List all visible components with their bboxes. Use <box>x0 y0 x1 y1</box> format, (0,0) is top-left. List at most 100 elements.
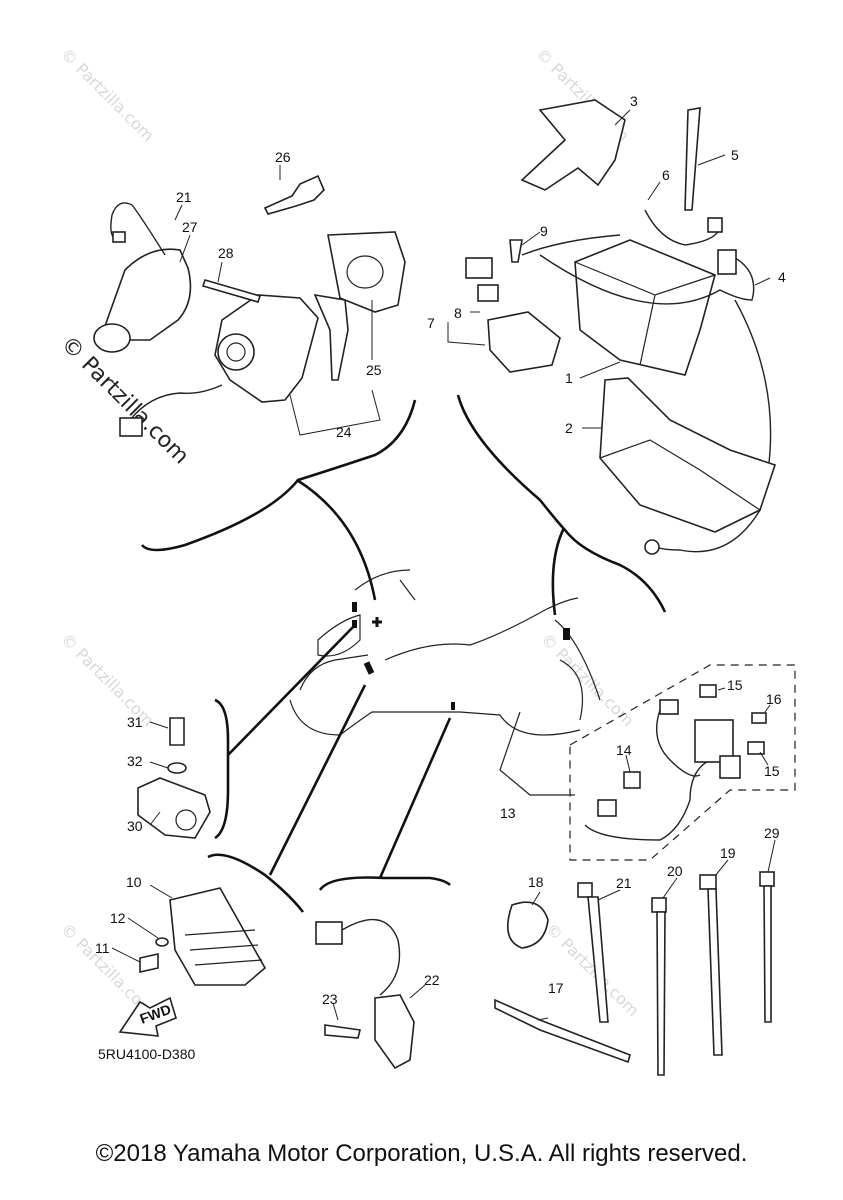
switch-keyhole-inner <box>226 342 246 362</box>
cap-25-hole <box>346 255 384 289</box>
minus-cable-terminal <box>644 539 660 555</box>
callout-9: 9 <box>540 223 548 239</box>
harness-main <box>584 709 711 841</box>
callout-30: 30 <box>127 818 143 834</box>
parts-diagram: © Partzilla.com © Partzilla.com © Partzi… <box>56 44 796 1076</box>
bolt-11 <box>139 953 159 973</box>
callout-11: 11 <box>95 940 110 956</box>
watermark-text: © Partzilla.com <box>57 44 158 145</box>
callout-18: 18 <box>528 874 544 890</box>
washer-12 <box>155 937 169 947</box>
sensor-connector <box>315 921 343 945</box>
link-bottom-center <box>378 717 452 879</box>
lead-6-terminal <box>707 217 723 233</box>
sensor-group <box>137 717 211 839</box>
battery-box-rim <box>599 439 761 511</box>
switch-connector <box>119 417 143 437</box>
clamp-17 <box>494 998 631 1064</box>
marker-1 <box>352 602 357 612</box>
motorcycle-outline <box>289 569 601 796</box>
bike-rear <box>559 659 584 721</box>
callout-28: 28 <box>218 245 234 261</box>
battery-lead-6 <box>644 209 721 246</box>
callout-15a: 15 <box>727 677 743 693</box>
speed-sensor-group <box>315 918 426 1070</box>
wire-harness-group <box>569 664 796 861</box>
callout-29: 29 <box>764 825 780 841</box>
wire-connector <box>112 231 126 243</box>
switch-wire <box>129 384 223 421</box>
diagram-code: 5RU4100-D380 <box>98 1046 196 1062</box>
callout-17: 17 <box>548 980 564 996</box>
bike-tank <box>384 597 579 661</box>
clamps-ties-group <box>494 839 776 1076</box>
sensor-30 <box>137 777 211 839</box>
fwd-arrow <box>118 996 177 1037</box>
bolt-28 <box>201 279 262 303</box>
callout-32: 32 <box>127 753 143 769</box>
callout-21b: 21 <box>616 875 632 891</box>
marker-cross <box>372 617 382 627</box>
link-left <box>227 624 356 756</box>
callout-27: 27 <box>182 219 198 235</box>
callout-10: 10 <box>126 874 142 890</box>
battery-cable-4 <box>539 254 755 305</box>
bolt-9-wire <box>521 234 621 256</box>
bracket-left <box>214 698 230 840</box>
rectifier-10 <box>169 887 267 986</box>
tie-19-head <box>699 874 717 890</box>
connector-top <box>659 699 679 715</box>
link-top-left <box>296 478 377 601</box>
sensor-22 <box>374 994 415 1070</box>
callout-5: 5 <box>731 147 739 163</box>
main-switch-body <box>214 294 319 403</box>
marker-4 <box>563 628 570 640</box>
callout-14: 14 <box>616 742 632 758</box>
callout-8: 8 <box>454 305 462 321</box>
harness-13-lead <box>499 711 575 796</box>
callout-21a: 21 <box>176 189 192 205</box>
copyright-notice: ©2018 Yamaha Motor Corporation, U.S.A. A… <box>95 1140 748 1167</box>
callout-19: 19 <box>720 845 736 861</box>
bike-tail <box>554 619 601 701</box>
callout-31: 31 <box>127 714 143 730</box>
washer-32 <box>167 762 187 774</box>
keys-set <box>313 293 349 381</box>
tie-29-head <box>759 871 775 887</box>
callout-7: 7 <box>427 315 435 331</box>
link-top-right <box>551 527 566 616</box>
fuse-8a <box>465 257 493 279</box>
tie-29 <box>763 885 772 1023</box>
rectifier-fins <box>184 929 263 966</box>
callout-22: 22 <box>424 972 440 988</box>
bike-lower <box>289 699 581 736</box>
sensor-30-port <box>175 809 197 831</box>
connector-harness <box>597 799 617 817</box>
harness-block <box>694 719 734 763</box>
cap-25 <box>327 231 406 313</box>
band-5 <box>684 107 701 211</box>
marker-5 <box>451 702 455 710</box>
clamp-18 <box>506 901 549 949</box>
fuse-15b <box>747 741 765 755</box>
callout-1: 1 <box>565 370 573 386</box>
tie-21 <box>587 896 609 1023</box>
key-26 <box>263 174 325 215</box>
tie-20 <box>656 911 666 1076</box>
switch-keyhole <box>217 333 255 371</box>
switch-cover-mouth <box>93 323 131 353</box>
bolt-9 <box>509 239 523 263</box>
callout-23: 23 <box>322 991 338 1007</box>
callout-20: 20 <box>667 863 683 879</box>
bolt-31 <box>169 717 185 746</box>
rectifier-group: FWD <box>111 884 267 1037</box>
callout-13: 13 <box>500 805 516 821</box>
watermark-text-dark: © Partzilla.com <box>56 332 194 470</box>
battery-1 <box>574 239 716 376</box>
relay-7 <box>487 311 561 373</box>
tie-21-head <box>577 882 593 898</box>
harness-block-2 <box>719 755 741 779</box>
callout-2: 2 <box>565 420 573 436</box>
fuse-8b <box>477 284 499 302</box>
callouts: 1 2 3 4 5 6 7 8 9 10 11 12 13 14 15 15 1… <box>95 93 786 1007</box>
